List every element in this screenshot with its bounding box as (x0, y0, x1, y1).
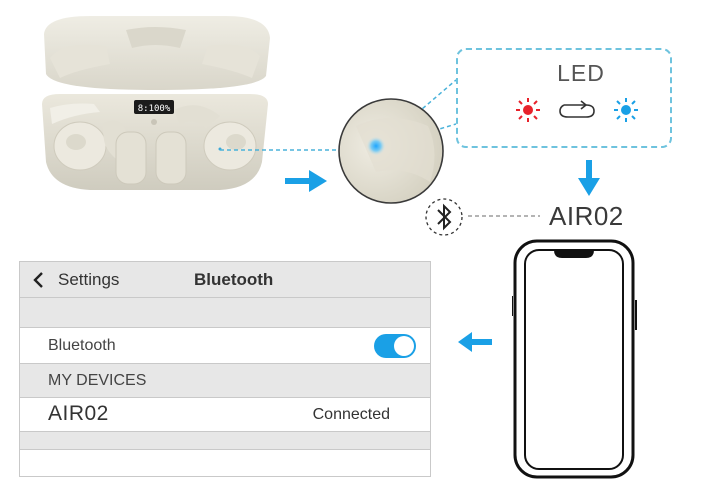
bluetooth-row: Bluetooth (20, 327, 430, 363)
blue-led-icon (614, 98, 638, 122)
led-callout-box (456, 48, 672, 148)
back-label[interactable]: Settings (58, 270, 120, 289)
nav-bar: Settings Bluetooth (20, 262, 430, 297)
arrow-right-icon (285, 170, 327, 192)
device-row[interactable]: AIR02 Connected (20, 397, 430, 431)
device-label: AIR02 (549, 201, 624, 231)
phone-icon (512, 239, 637, 479)
led-title: LED (557, 60, 605, 86)
bluetooth-row-label: Bluetooth (48, 337, 116, 354)
earbuds-case-image: 8:100% (42, 16, 270, 190)
bluetooth-icon (425, 198, 463, 236)
section-header: MY DEVICES (48, 372, 147, 389)
spacer-row-2 (20, 431, 430, 449)
bluetooth-settings-panel: Settings Bluetooth Bluetooth MY DEVICES … (19, 261, 431, 477)
loop-arrow-icon (559, 100, 595, 118)
svg-text:8:100%: 8:100% (138, 104, 171, 114)
arrow-down-icon (578, 160, 600, 196)
empty-row (20, 449, 430, 476)
bluetooth-toggle[interactable] (374, 334, 416, 358)
device-status: Connected (312, 406, 390, 423)
arrow-left-icon (458, 332, 492, 352)
led-indicator-row (516, 98, 638, 122)
earbud-zoom-image (338, 98, 444, 204)
page-title: Bluetooth (194, 270, 274, 289)
chevron-left-icon[interactable] (32, 272, 44, 288)
device-name: AIR02 (48, 402, 109, 425)
red-led-icon (516, 98, 540, 122)
section-header-row: MY DEVICES (20, 363, 430, 397)
toggle-knob (394, 336, 414, 356)
spacer-row (20, 297, 430, 327)
